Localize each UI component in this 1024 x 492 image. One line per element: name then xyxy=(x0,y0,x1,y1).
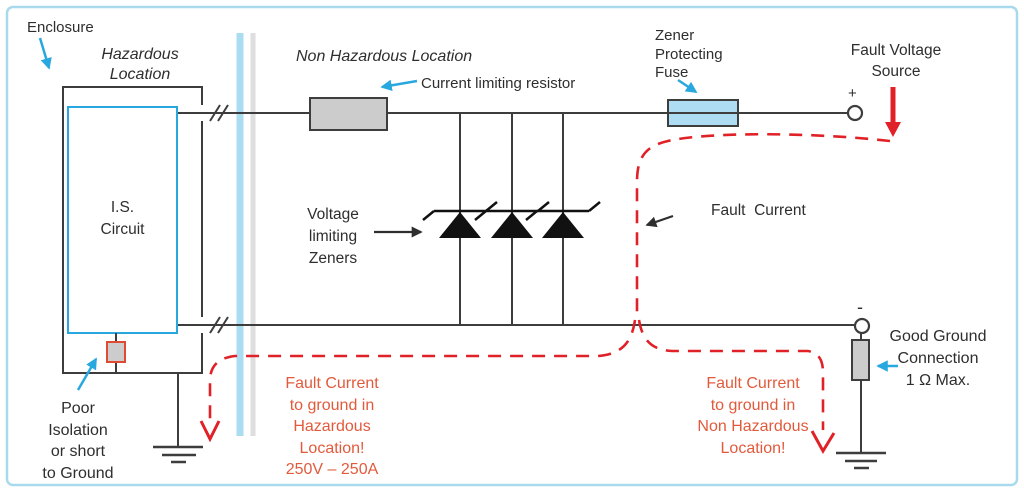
terminal-minus xyxy=(853,317,871,335)
fuse-arrow xyxy=(677,78,698,94)
label-line: Good Ground xyxy=(889,328,987,345)
fault-arrowhead-right xyxy=(810,430,836,454)
terminal-plus xyxy=(846,104,864,122)
label-line: Zener xyxy=(655,27,695,44)
cable-break-bottom xyxy=(209,316,229,334)
cable-break-top xyxy=(209,104,229,122)
label-line: Fault Current xyxy=(706,375,800,392)
fault-current-non-hazardous-label: Fault Current to ground in Non Hazardous… xyxy=(688,373,818,459)
ground-resistor xyxy=(851,339,870,381)
label-line: Hazardous xyxy=(101,46,179,63)
label-line: Fault Current xyxy=(285,375,379,392)
label-line: Location! xyxy=(299,439,365,457)
fault-current-path xyxy=(208,132,891,430)
label-line: Isolation xyxy=(48,421,108,439)
poor-isolation-arrow xyxy=(76,357,98,391)
is-circuit-box xyxy=(67,106,178,334)
label-line: 250V – 250A xyxy=(285,461,379,478)
enclosure-box xyxy=(62,86,203,374)
zener-diode-3 xyxy=(525,201,601,238)
label-line: Connection xyxy=(897,350,979,367)
non-hazardous-location-label: Non Hazardous Location xyxy=(296,48,473,65)
fault-current-label: Fault Current xyxy=(711,202,806,219)
label-line: Fault Voltage xyxy=(850,42,942,59)
label-line: Protecting xyxy=(655,45,723,63)
ground-symbol-left xyxy=(153,445,203,464)
enclosure-arrow xyxy=(38,37,52,70)
label-line: Fuse xyxy=(655,64,689,81)
fault-arrowhead-left xyxy=(199,420,221,443)
current-limiting-resistor-label: Current limiting resistor xyxy=(421,75,576,92)
fault-current-arrow xyxy=(645,214,674,228)
label-line: Zeners xyxy=(308,250,358,267)
label-line: Poor xyxy=(61,400,95,417)
is-circuit-label: I.S. Circuit xyxy=(68,197,177,241)
resistor-body xyxy=(309,97,388,131)
zener-protecting-fuse-label: Zener Protecting Fuse xyxy=(655,27,723,83)
label-line: to ground in xyxy=(710,396,796,414)
fault-voltage-arrow xyxy=(885,87,901,137)
label-line: Location xyxy=(109,65,171,83)
label-line: to ground in xyxy=(289,396,375,414)
fault-voltage-source-label: Fault Voltage Source xyxy=(839,40,953,82)
label-line: Hazardous xyxy=(293,418,371,435)
label-line: to Ground xyxy=(42,464,114,482)
fault-path-left xyxy=(208,319,637,420)
label-line: Source xyxy=(871,63,921,80)
plus-terminal-label: + xyxy=(848,85,857,102)
fault-current-hazardous-label: Fault Current to ground in Hazardous Loc… xyxy=(258,373,406,481)
resistor-arrow xyxy=(380,79,418,92)
minus-terminal-label: - xyxy=(857,297,863,317)
callout-arrows-blue xyxy=(38,37,898,391)
fault-path-right xyxy=(637,319,825,430)
zener-diode-1 xyxy=(422,201,498,238)
voltage-limiting-zeners-label: Voltage limiting Zeners xyxy=(296,204,370,270)
zener-diode-2 xyxy=(474,201,550,238)
label-line: Location! xyxy=(720,439,786,457)
label-line: Non Hazardous xyxy=(697,418,809,435)
fault-path-from-source xyxy=(635,132,891,317)
label-line: limiting xyxy=(308,228,358,245)
enclosure-label: Enclosure xyxy=(27,19,94,36)
poor-isolation-label: Poor Isolation or short to Ground xyxy=(25,398,131,484)
label-line: 1 Ω Max. xyxy=(905,372,971,389)
label-line: Circuit xyxy=(100,221,145,238)
poor-isolation-component xyxy=(106,341,126,363)
hazardous-location-label: Hazardous Location xyxy=(92,45,188,84)
ground-symbol-right xyxy=(836,451,886,470)
label-line: Voltage xyxy=(307,206,359,223)
label-line: I.S. xyxy=(110,199,135,216)
label-line: or short xyxy=(50,443,106,460)
good-ground-label: Good Ground Connection 1 Ω Max. xyxy=(882,326,994,392)
